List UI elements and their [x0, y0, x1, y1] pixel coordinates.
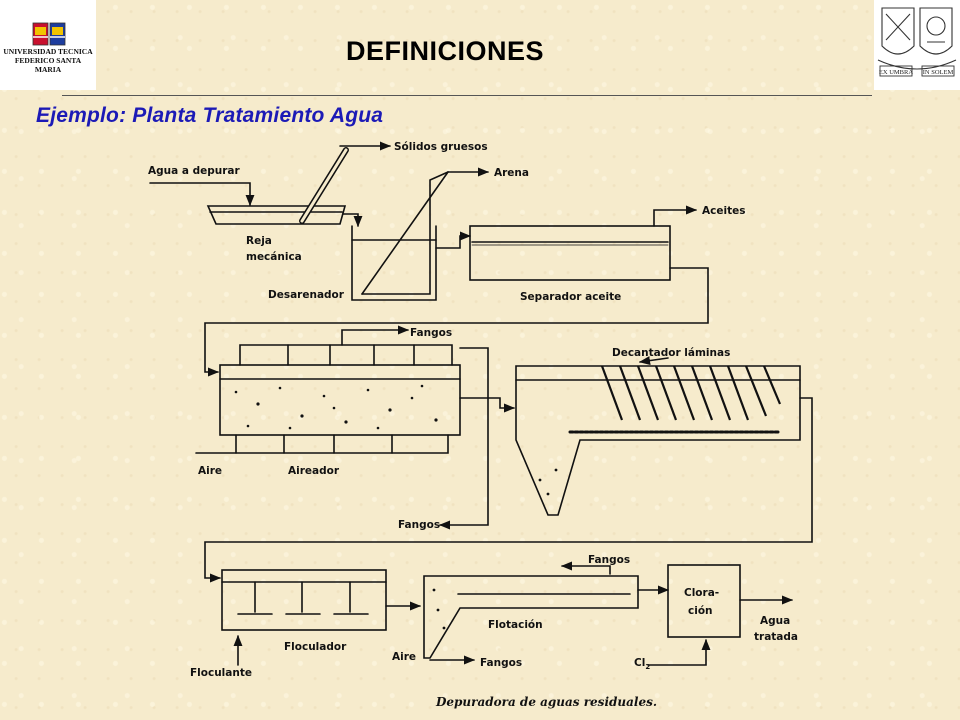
- label-agua-tratada-2: tratada: [754, 631, 798, 643]
- label-reja-2: mecánica: [246, 251, 302, 263]
- university-name-line1: UNIVERSIDAD TECNICA: [3, 47, 93, 56]
- flotation-sludge-arrow: [560, 561, 611, 575]
- diagram-caption: Depuradora de aguas residuales.: [435, 695, 657, 709]
- sludge-arrow-aerator: [341, 325, 410, 346]
- university-logo: UNIVERSIDAD TECNICA FEDERICO SANTA MARIA: [0, 0, 96, 90]
- label-fangos-aireador: Fangos: [410, 327, 452, 339]
- flocculator-tank: [221, 569, 387, 631]
- inlet-line: [149, 182, 255, 207]
- label-floculante: Floculante: [190, 667, 252, 679]
- grit-conveyor: [361, 171, 449, 295]
- label-aceites: Aceites: [702, 205, 745, 217]
- oil-arrow: [653, 205, 698, 227]
- label-aire-1: Aire: [198, 465, 222, 477]
- label-fangos-flotacion-top: Fangos: [588, 554, 630, 566]
- page-subtitle: Ejemplo: Planta Tratamiento Agua: [36, 104, 384, 127]
- page-title: DEFINICIONES: [345, 36, 545, 66]
- label-solidos: Sólidos gruesos: [394, 141, 488, 153]
- label-desarenador: Desarenador: [268, 289, 345, 301]
- label-decantador: Decantador láminas: [612, 347, 730, 359]
- lamella-decanter: [515, 365, 801, 516]
- chlorination-box: [667, 564, 741, 638]
- label-agua-depurar: Agua a depurar: [148, 165, 240, 177]
- aerator-tank: [219, 364, 461, 436]
- screen-channel: [206, 205, 347, 225]
- crest-icon: [32, 22, 66, 46]
- crest-logo: EX UMBRA IN SOLEM: [874, 0, 960, 90]
- flotation-tank: [423, 575, 639, 659]
- particle-fill: [234, 384, 558, 630]
- label-fangos-decantador: Fangos: [398, 519, 440, 531]
- label-fangos-flotacion-bottom: Fangos: [480, 657, 522, 669]
- label-separador: Separador aceite: [520, 291, 621, 303]
- label-cloracion-2: ción: [688, 605, 713, 617]
- header-divider: [62, 95, 872, 96]
- label-flotacion: Flotación: [488, 619, 543, 631]
- decanter-arrow: [638, 356, 669, 366]
- grit-chamber: [351, 225, 437, 301]
- label-cl2: Cl2: [634, 657, 650, 671]
- label-aire-2: Aire: [392, 651, 416, 663]
- crest-motto-left: EX UMBRA: [879, 69, 913, 76]
- label-reja-1: Reja: [246, 235, 272, 247]
- oil-separator: [469, 225, 671, 281]
- label-agua-tratada-1: Agua: [760, 615, 790, 627]
- crest-motto-right: IN SOLEM: [923, 69, 954, 76]
- label-cloracion-1: Clora-: [684, 587, 719, 599]
- label-arena: Arena: [494, 167, 529, 179]
- label-floculador: Floculador: [284, 641, 347, 653]
- label-aireador: Aireador: [288, 465, 340, 477]
- university-name-line2: FEDERICO SANTA MARIA: [14, 56, 82, 74]
- air-line: [195, 434, 449, 454]
- coat-of-arms-icon: EX UMBRA IN SOLEM: [877, 7, 957, 77]
